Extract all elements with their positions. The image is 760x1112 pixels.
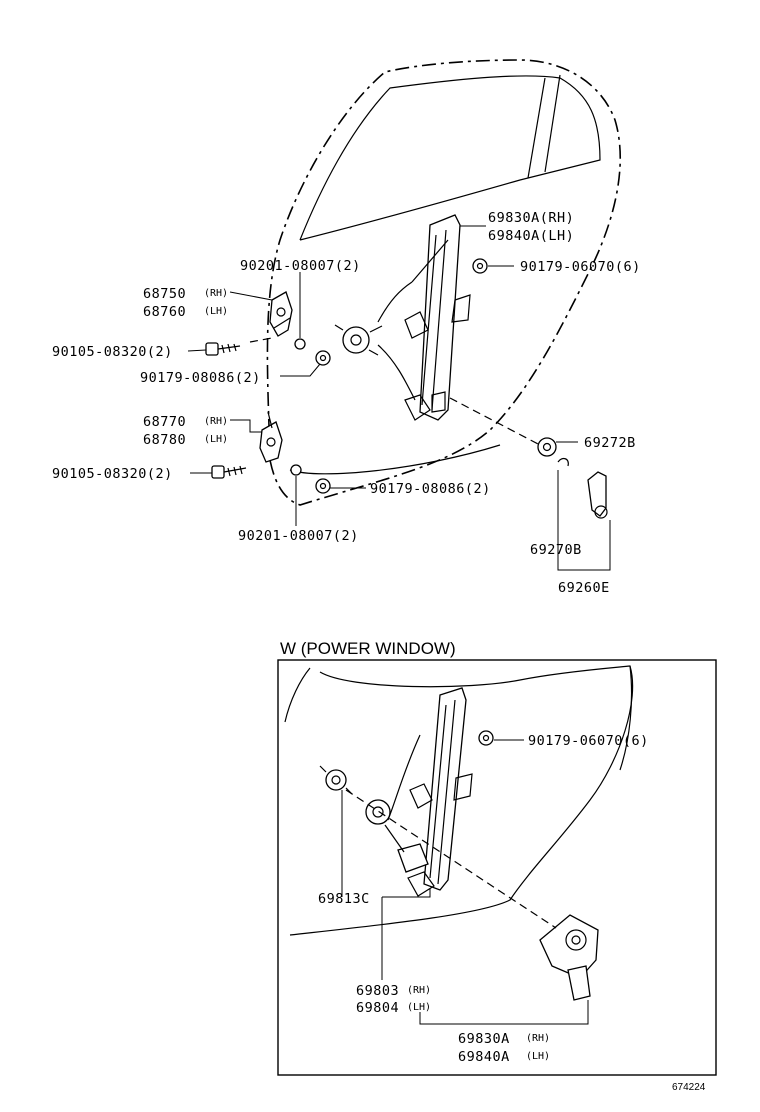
window-motor xyxy=(539,914,599,1001)
door-lock-lower xyxy=(259,411,283,463)
nut-90179-06070-bot xyxy=(478,730,494,746)
leader-lines-top xyxy=(187,225,611,571)
label-68760: 68760 xyxy=(143,304,186,320)
leader-lines-bottom xyxy=(341,739,589,1025)
label-68750: 68750 xyxy=(143,286,186,302)
label-90105-bot: 90105-08320(2) xyxy=(52,466,173,482)
figure-number: 674224 xyxy=(672,1082,706,1093)
label-90179-06070-bot: 90179-06070(6) xyxy=(528,733,649,749)
washer-90201-upper xyxy=(294,338,306,350)
label-69813c: 69813C xyxy=(318,891,370,907)
label-69830a-bot: 69830A xyxy=(458,1031,510,1047)
label-69272b: 69272B xyxy=(584,435,636,451)
handle-69260e xyxy=(587,471,608,519)
label-69840a-bot-lh: (LH) xyxy=(526,1051,550,1062)
label-90201-top: 90201-08007(2) xyxy=(240,258,361,274)
label-68770: 68770 xyxy=(143,414,186,430)
label-69803-rh: (RH) xyxy=(407,985,431,996)
window-regulator-power xyxy=(365,687,473,897)
label-69804-lh: (LH) xyxy=(407,1002,431,1013)
label-69260e: 69260E xyxy=(558,580,610,596)
door-outline-top xyxy=(266,59,622,506)
assembly-line-lock xyxy=(249,337,273,343)
section-title: W (POWER WINDOW) xyxy=(280,639,456,658)
label-69803: 69803 xyxy=(356,983,399,999)
label-68770-rh: (RH) xyxy=(204,416,228,427)
door-lock-upper xyxy=(269,291,293,337)
label-68760-lh: (LH) xyxy=(204,306,228,317)
label-68780-lh: (LH) xyxy=(204,434,228,445)
nut-90179-08086-lower xyxy=(315,478,331,494)
label-69804: 69804 xyxy=(356,1000,399,1016)
label-69270b: 69270B xyxy=(530,542,582,558)
power-window-frame xyxy=(277,659,717,1076)
label-69840a-lh-top: 69840A(LH) xyxy=(488,228,574,244)
assembly-line-bottom xyxy=(345,789,557,929)
bolt-90105-upper xyxy=(205,342,241,356)
label-68750-rh: (RH) xyxy=(204,288,228,299)
nut-90179-06070-top xyxy=(472,258,488,274)
window-regulator-manual xyxy=(334,214,471,421)
label-90179-08086-bot: 90179-08086(2) xyxy=(370,481,491,497)
label-90201-bot: 90201-08007(2) xyxy=(238,528,359,544)
label-69830a-rh-top: 69830A(RH) xyxy=(488,210,574,226)
label-90179-08086-top: 90179-08086(2) xyxy=(140,370,261,386)
label-90179-06070-top: 90179-06070(6) xyxy=(520,259,641,275)
door-outline-bottom xyxy=(284,665,634,936)
washer-90201-lower xyxy=(290,464,302,476)
assembly-line-top xyxy=(449,397,541,446)
label-69840a-bot: 69840A xyxy=(458,1049,510,1065)
bolt-90105-lower xyxy=(211,465,247,479)
label-68780: 68780 xyxy=(143,432,186,448)
label-90105-top: 90105-08320(2) xyxy=(52,344,173,360)
clip-69270b xyxy=(557,457,569,467)
label-69830a-bot-rh: (RH) xyxy=(526,1033,550,1044)
nut-90179-08086-upper xyxy=(315,350,331,366)
motor-bracket-69813c xyxy=(319,765,353,795)
washer-69272b xyxy=(537,437,557,457)
